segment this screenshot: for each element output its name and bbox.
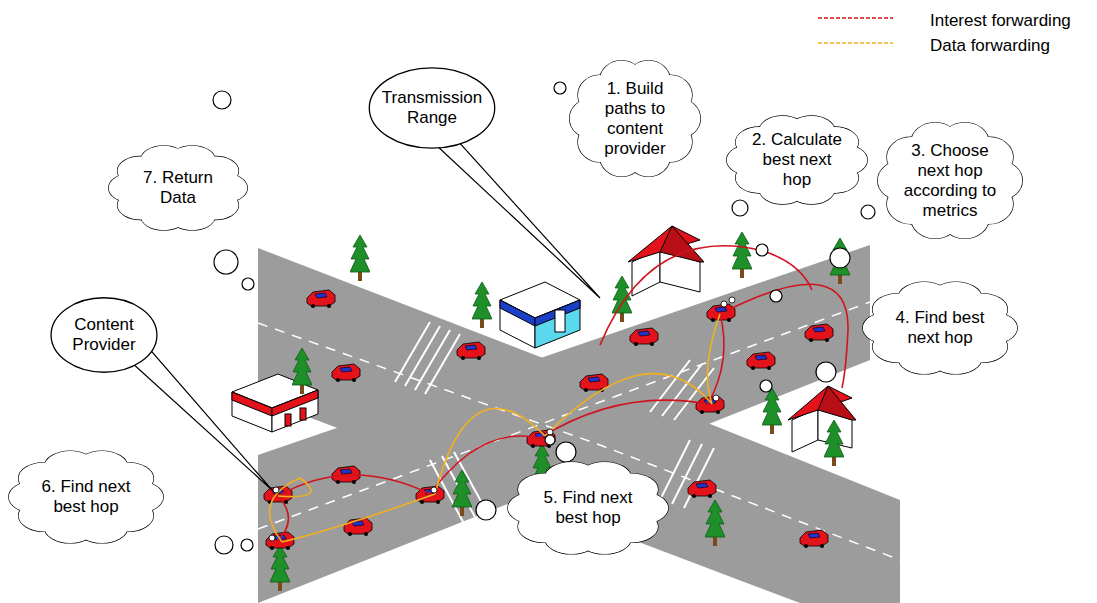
data-path — [270, 314, 720, 542]
text-wrap: Transmission Range — [381, 88, 483, 128]
trees — [270, 232, 850, 591]
thought-cloud-box: 3. Choose next hop according to metrics — [877, 120, 1023, 241]
thought-bubbles — [213, 82, 875, 554]
text-wrap: 7. Return Data — [129, 168, 227, 208]
thought-cloud-box: 7. Return Data — [108, 144, 248, 232]
callout-text: 6. Find next best hop — [32, 477, 141, 517]
thought-cloud-box: 1. Build paths to content provider — [569, 58, 701, 179]
interest-path — [276, 246, 848, 542]
text-wrap: 6. Find next best hop — [32, 477, 141, 517]
text-wrap: 5. Find next best hop — [532, 488, 645, 528]
legend-text: Interest forwarding — [930, 8, 1071, 33]
legend-sample — [818, 17, 893, 19]
cars — [264, 290, 833, 550]
road — [258, 245, 870, 603]
thought-cloud-box: 6. Find next best hop — [8, 449, 164, 545]
text-wrap: Content Provider — [61, 315, 147, 355]
speech-bubble-box: Transmission Range — [368, 67, 496, 149]
text-wrap: 1. Build paths to content provider — [589, 79, 681, 159]
legend: Interest forwardingData forwarding — [930, 8, 1071, 58]
callout-text: 7. Return Data — [129, 168, 227, 208]
legend-sample — [818, 42, 893, 44]
callout-text: Content Provider — [61, 315, 147, 355]
crosswalk — [395, 322, 714, 535]
callout-text: 1. Build paths to content provider — [589, 79, 681, 159]
callout-text: 4. Find best next hop — [886, 308, 995, 348]
text-wrap: 2. Calculate best next hop — [748, 130, 847, 190]
lane-marking — [258, 323, 900, 560]
callout-text: 5. Find next best hop — [532, 488, 645, 528]
thought-cloud-box: 2. Calculate best next hop — [726, 114, 868, 206]
callout-text: 2. Calculate best next hop — [748, 130, 847, 190]
node-dots — [269, 297, 735, 541]
thought-cloud-box: 4. Find best next hop — [862, 280, 1018, 376]
text-wrap: 3. Choose next hop according to metrics — [899, 141, 1001, 221]
legend-text: Data forwarding — [930, 33, 1071, 58]
callout-text: Transmission Range — [381, 88, 483, 128]
callout-text: 3. Choose next hop according to metrics — [899, 141, 1001, 221]
store-building — [500, 282, 580, 348]
house — [788, 386, 856, 452]
speech-bubble-box: Content Provider — [50, 297, 158, 373]
callout-tail — [420, 130, 600, 298]
thought-cloud-box: 5. Find next best hop — [507, 460, 669, 556]
text-wrap: 4. Find best next hop — [886, 308, 995, 348]
